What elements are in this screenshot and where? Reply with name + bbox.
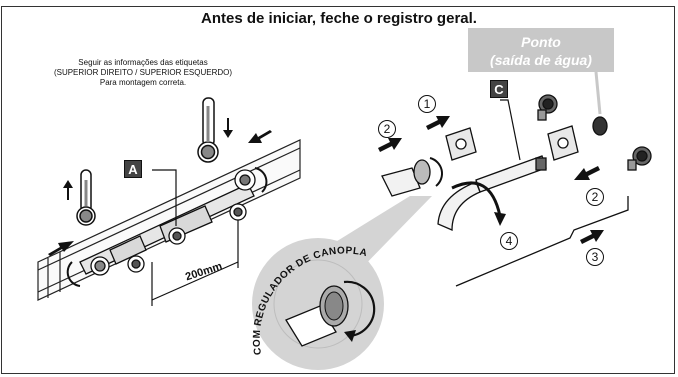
up-arrow-icon <box>63 180 73 200</box>
callout-pointer <box>594 71 602 115</box>
step-2-left-badge: 2 <box>378 120 396 138</box>
step-4-badge: 4 <box>500 232 518 250</box>
label-a: A <box>124 160 142 178</box>
detail-magnifier <box>252 196 432 370</box>
label-instructions-note: Seguir as informações das etiquetas (SUP… <box>8 58 278 88</box>
rotate-arrow-step-4-icon <box>451 181 502 217</box>
instruction-title: Antes de iniciar, feche o registro geral… <box>201 10 477 27</box>
water-outlet-callout <box>468 28 614 72</box>
rotate-arrowhead-icon <box>494 212 506 226</box>
lever-handle <box>381 157 443 197</box>
note-line-3: Para montagem correta. <box>99 78 187 87</box>
square-canopy-right <box>547 125 579 161</box>
callout-line-1: Ponto <box>521 34 561 50</box>
knob-right <box>627 146 652 171</box>
step-3-badge: 3 <box>586 248 604 266</box>
note-line-1: Seguir as informações das etiquetas <box>78 58 208 67</box>
label-a-leader <box>152 169 177 226</box>
callout-line-2: (saída de água) <box>490 52 592 68</box>
knob-top <box>537 94 558 121</box>
valve-body <box>66 167 268 287</box>
step-1-badge: 1 <box>418 95 436 113</box>
arrow-step-2-right-icon <box>574 166 600 180</box>
thermometer-hot-icon <box>197 97 219 163</box>
insert-arrow-right-icon <box>248 130 272 143</box>
dimension-200mm-line <box>151 220 239 306</box>
arrow-step-1-icon <box>426 116 450 130</box>
step-2-right-badge: 2 <box>586 188 604 206</box>
insert-arrow-left-icon <box>48 241 74 256</box>
square-canopy-left <box>445 127 477 161</box>
spout <box>437 155 547 231</box>
note-line-2: (SUPERIOR DIREITO / SUPERIOR ESQUERDO) <box>53 68 233 77</box>
label-c: C <box>490 80 508 98</box>
water-outlet-callout-text: Ponto (saída de água) <box>468 33 614 69</box>
down-arrow-icon <box>223 118 233 138</box>
label-c-leader <box>500 99 521 161</box>
water-outlet-cap <box>592 116 608 136</box>
right-wall-line <box>455 196 629 287</box>
thermometer-cold-icon <box>76 169 96 226</box>
arrow-step-3-icon <box>580 230 604 244</box>
arrow-step-2-left-icon <box>378 138 402 152</box>
